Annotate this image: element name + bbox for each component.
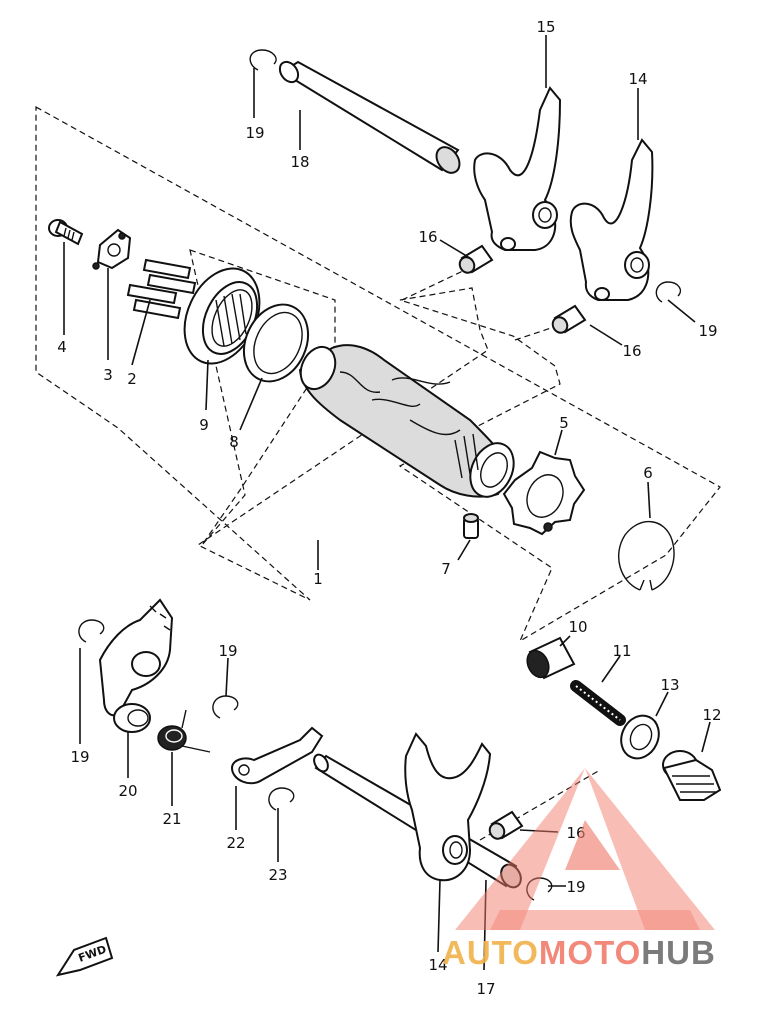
part-19-circlip-lower: [526, 877, 553, 901]
label-2: 2: [127, 370, 137, 388]
part-18-shift-fork-shaft: [278, 60, 461, 174]
label-9: 9: [199, 416, 209, 434]
label-19: 19: [566, 878, 585, 896]
part-19-circlip-left: [78, 619, 105, 643]
part-labels: 19 18 15 14 16 19 16 4 3 2 9 8 1 5 6 7 1…: [57, 18, 721, 998]
part-4-bolt: [48, 219, 84, 246]
watermark: AUTOMOTOHUB: [442, 768, 716, 971]
part-10-stopper: [526, 636, 576, 680]
label-17: 17: [476, 980, 495, 998]
label-16: 16: [622, 342, 641, 360]
label-15: 15: [536, 18, 555, 36]
label-8: 8: [229, 433, 239, 451]
part-14-shift-fork-lower: [404, 732, 492, 882]
part-3-stopper-plate: [92, 228, 132, 270]
label-16: 16: [418, 228, 437, 246]
part-16-pin-a: [458, 244, 494, 274]
part-20-shift-arm: [98, 598, 174, 733]
label-18: 18: [290, 153, 309, 171]
label-19: 19: [245, 124, 264, 142]
label-6: 6: [643, 464, 653, 482]
label-20: 20: [118, 782, 137, 800]
label-4: 4: [57, 338, 67, 356]
part-16-pin-b: [551, 304, 587, 334]
part-16-pin-c: [488, 810, 524, 840]
label-7: 7: [441, 560, 451, 578]
label-19: 19: [70, 748, 89, 766]
label-23: 23: [268, 866, 287, 884]
label-12: 12: [702, 706, 721, 724]
fwd-arrow-badge: FWD: [55, 936, 114, 977]
part-1-shift-drum: [298, 344, 515, 498]
group-outline-outer: [35, 105, 721, 643]
label-3: 3: [103, 366, 113, 384]
part-14-shift-fork-upper: [569, 138, 654, 301]
label-5: 5: [559, 414, 569, 432]
part-15-shift-fork: [473, 86, 562, 251]
part-23-circlip: [268, 787, 295, 811]
label-13: 13: [660, 676, 679, 694]
leader-lines: [63, 35, 711, 971]
part-19-circlip-right: [655, 281, 682, 303]
part-11-spring: [570, 680, 626, 726]
watermark-moto: MOTO: [539, 934, 641, 971]
label-1: 1: [313, 570, 323, 588]
part-21-torsion-spring: [157, 709, 211, 753]
watermark-triangle-logo: [455, 768, 715, 930]
label-14: 14: [428, 956, 447, 974]
label-19: 19: [218, 642, 237, 660]
watermark-auto: AUTO: [442, 934, 539, 971]
part-2-dowel-pins: [126, 258, 197, 320]
label-11: 11: [612, 642, 631, 660]
part-7-pin: [463, 513, 479, 539]
label-19: 19: [698, 322, 717, 340]
label-10: 10: [568, 618, 587, 636]
label-14: 14: [628, 70, 647, 88]
part-12-plug: [662, 750, 722, 801]
watermark-hub: HUB: [641, 934, 716, 971]
part-13-washer: [620, 714, 660, 760]
part-8-washer: [242, 303, 310, 383]
part-19-circlip-middle: [212, 695, 239, 719]
part-5-shift-cam: [502, 450, 586, 536]
group-outline-drum: [189, 249, 336, 546]
part-6-circlip: [617, 520, 675, 591]
group-outline-link-1: [401, 269, 466, 301]
part-22-shift-lever: [230, 726, 324, 785]
watermark-text: AUTOMOTOHUB: [442, 934, 716, 971]
label-21: 21: [162, 810, 181, 828]
label-22: 22: [226, 834, 245, 852]
part-19-circlip-top: [249, 49, 277, 71]
